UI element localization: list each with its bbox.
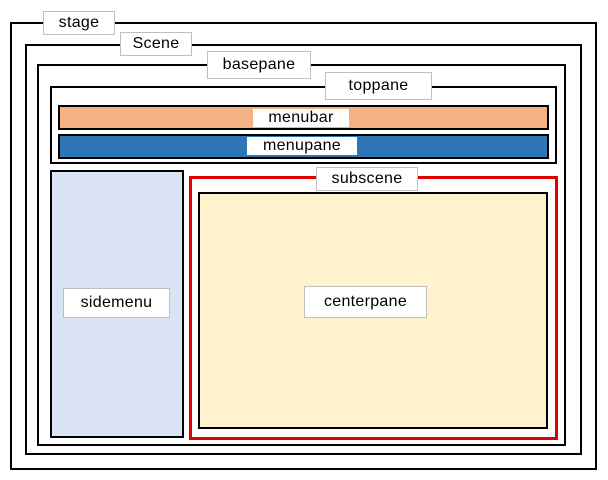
menupane-label: menupane xyxy=(247,137,357,155)
scene-label: Scene xyxy=(120,32,192,56)
menubar-label: menubar xyxy=(253,109,349,127)
stage-label: stage xyxy=(43,11,115,35)
stage-frame xyxy=(10,22,597,470)
basepane-label: basepane xyxy=(207,51,311,79)
scene-frame xyxy=(25,44,582,455)
toppane-frame xyxy=(50,86,557,164)
subscene-label: subscene xyxy=(316,167,418,191)
toppane-label: toppane xyxy=(325,72,432,100)
sidemenu-label: sidemenu xyxy=(63,288,170,318)
centerpane-label: centerpane xyxy=(304,286,427,318)
